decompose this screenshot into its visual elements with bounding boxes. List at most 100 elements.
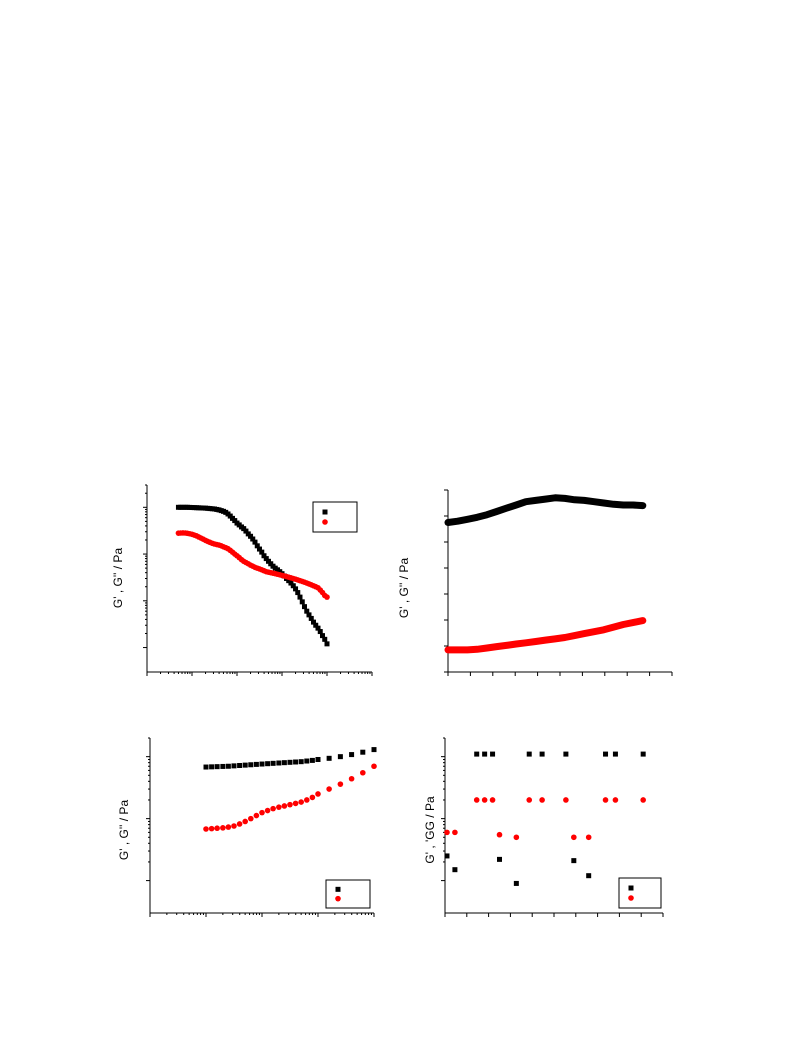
data-point-square xyxy=(242,762,248,768)
data-point-square xyxy=(301,604,307,610)
data-point-circle xyxy=(513,834,520,841)
chart-top-right: G' , G'' / Pa xyxy=(397,489,673,676)
data-point-circle xyxy=(360,769,366,776)
data-point-square xyxy=(349,752,355,758)
data-point-square xyxy=(326,755,332,761)
data-point-square xyxy=(526,751,532,757)
y-axis-label: G' , 'GG / Pa xyxy=(423,796,437,864)
data-point-square xyxy=(256,546,262,552)
data-point-square xyxy=(304,608,310,614)
data-point-square xyxy=(371,747,377,753)
data-point-square xyxy=(290,583,296,589)
data-point-circle xyxy=(539,797,545,803)
legend xyxy=(335,886,341,902)
chart-bottom-left: G' , G'' / Pa xyxy=(117,737,377,917)
data-point-square xyxy=(259,761,265,767)
data-point-circle xyxy=(326,786,332,792)
data-point-circle xyxy=(259,809,265,816)
data-point-square xyxy=(306,612,312,618)
data-point-square xyxy=(203,764,209,770)
data-point-circle xyxy=(315,791,321,797)
data-point-circle xyxy=(304,797,310,803)
data-point-square xyxy=(254,543,260,549)
data-point-circle xyxy=(452,829,458,836)
legend-box xyxy=(312,501,358,533)
data-point-square xyxy=(259,549,265,555)
data-point-square xyxy=(270,760,276,766)
data-point-square xyxy=(231,763,237,769)
data-point-square xyxy=(248,533,254,539)
data-point-square xyxy=(603,751,609,757)
data-point-circle xyxy=(214,825,220,832)
data-point-square xyxy=(288,580,294,586)
data-point-square xyxy=(220,763,226,769)
data-point-square xyxy=(317,629,323,635)
data-point-circle xyxy=(203,826,209,832)
data-point-square xyxy=(586,873,592,879)
data-point-square xyxy=(243,528,249,534)
data-point-circle xyxy=(270,805,276,812)
chart-top-left: G' , G'' / Pa xyxy=(111,484,373,676)
legend-box xyxy=(618,877,662,909)
data-point-square xyxy=(313,622,319,628)
data-point-circle xyxy=(276,804,282,810)
y-axis-label: G' , G'' / Pa xyxy=(117,800,131,861)
data-point-square xyxy=(295,590,301,596)
data-point-square xyxy=(482,751,488,757)
data-point-square xyxy=(612,751,618,757)
data-point-square xyxy=(225,763,231,769)
data-point-circle xyxy=(563,797,569,803)
data-point-square xyxy=(322,636,328,642)
data-point-circle xyxy=(287,801,293,808)
data-point-square xyxy=(261,553,267,559)
data-point-square xyxy=(209,764,215,770)
data-point-square xyxy=(253,761,259,767)
data-point-circle xyxy=(231,823,237,829)
legend-marker-square xyxy=(628,885,634,891)
legend-marker-circle xyxy=(322,519,328,525)
data-point-square xyxy=(315,625,321,631)
data-point-circle xyxy=(281,803,288,809)
data-point-square xyxy=(308,615,314,621)
data-point-square xyxy=(452,867,458,873)
data-point-square xyxy=(304,758,310,764)
data-point-square xyxy=(337,754,343,760)
data-point-square xyxy=(298,759,304,765)
chart-bottom-right: G' , 'GG / Pa xyxy=(423,737,664,917)
data-point-circle xyxy=(264,807,271,814)
data-point-circle xyxy=(444,829,450,836)
data-point-circle xyxy=(602,797,609,803)
data-point-circle xyxy=(481,797,488,803)
data-point-square xyxy=(281,760,287,766)
data-point-circle xyxy=(640,797,646,803)
data-point-square xyxy=(513,880,519,886)
data-point-circle xyxy=(473,797,480,803)
legend-marker-circle xyxy=(335,895,341,902)
data-point-square xyxy=(319,633,325,639)
data-point-square xyxy=(265,761,271,767)
data-point-square xyxy=(310,619,316,625)
data-point-circle xyxy=(220,825,226,831)
data-point-circle xyxy=(292,800,299,807)
data-point-square xyxy=(571,858,577,864)
data-point-square xyxy=(315,756,321,762)
data-point-square xyxy=(214,764,220,770)
y-axis-label: G' , G'' / Pa xyxy=(397,558,411,619)
legend-marker-square xyxy=(335,886,341,892)
data-point-square xyxy=(563,751,569,757)
data-point-circle xyxy=(348,775,355,782)
series-1-line xyxy=(444,617,647,654)
data-point-square xyxy=(293,759,299,765)
data-point-circle xyxy=(337,781,344,787)
data-point-square xyxy=(263,556,269,562)
series-0-line xyxy=(444,494,647,526)
y-axis-label: G' , G'' / Pa xyxy=(111,548,125,609)
data-point-square xyxy=(293,586,299,592)
data-point-square xyxy=(250,536,256,542)
data-point-square xyxy=(539,751,545,757)
legend xyxy=(322,509,328,525)
data-point-square xyxy=(287,759,293,765)
data-point-circle xyxy=(248,815,254,822)
data-point-square xyxy=(474,751,480,757)
